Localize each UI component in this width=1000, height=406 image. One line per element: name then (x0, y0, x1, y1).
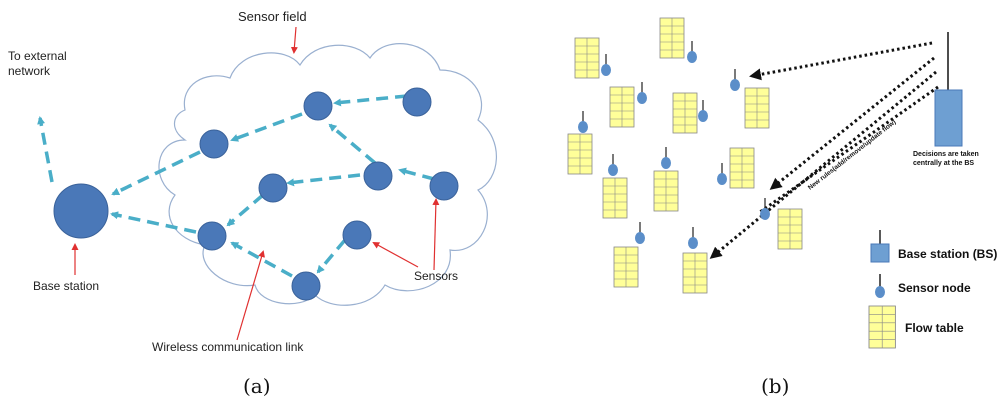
legend-sensor-node-icon (875, 286, 885, 298)
external-network-label-line2: network (8, 64, 51, 78)
flow-table (567, 133, 593, 175)
flow-table (777, 208, 803, 250)
flow-table (574, 37, 600, 79)
flow-table (672, 92, 698, 134)
flow-table (653, 170, 679, 212)
sensors-label: Sensors (414, 269, 458, 283)
base-station-box (934, 89, 963, 147)
base-station-node (53, 183, 109, 239)
flow-table (613, 246, 639, 288)
sensor-node (258, 173, 288, 203)
flow-tables (567, 17, 803, 294)
sensor-node (342, 220, 372, 250)
legend-sensor-node-label: Sensor node (898, 281, 971, 295)
flow-table (744, 87, 770, 129)
panel-a: Sensor field To external network Base st… (8, 9, 497, 398)
sensor-node (291, 271, 321, 301)
sensor-node (607, 153, 619, 177)
sensor-node (686, 40, 698, 64)
legend-flow-table-label: Flow table (905, 321, 964, 335)
sensor-node (687, 226, 699, 250)
sensor-node (660, 146, 672, 170)
decisions-label-line1: Decisions are taken (913, 151, 979, 158)
sensor-node (363, 161, 393, 191)
flow-table (602, 177, 628, 219)
sensor-node (197, 221, 227, 251)
sensor-node (636, 81, 648, 105)
sensor-node (697, 99, 709, 123)
sensor-node (577, 110, 589, 134)
caption-b: (b) (761, 374, 789, 398)
sensor-node (729, 68, 741, 92)
sensor-node (402, 87, 432, 117)
sensor-node (429, 171, 459, 201)
rules-label: New rules(add/remove/update flow) (807, 119, 898, 192)
legend-base-station-icon (870, 243, 890, 263)
sensor-field-label: Sensor field (238, 9, 307, 24)
panel-b: Decisions are taken centrally at the BS … (567, 17, 997, 398)
flow-table (682, 252, 708, 294)
legend: Base station (BS) Sensor node Flow table (868, 230, 997, 349)
wireless-links (37, 94, 435, 278)
sensor-node (199, 129, 229, 159)
external-network-label-line1: To external (8, 49, 67, 63)
sensor-node (303, 91, 333, 121)
rule-arrows (709, 41, 939, 259)
flow-table (729, 147, 755, 189)
sensor-nodes (197, 87, 459, 301)
flow-table (609, 86, 635, 128)
legend-flow-table-icon (868, 305, 896, 349)
caption-a: (a) (243, 374, 271, 398)
base-station-label: Base station (33, 279, 99, 293)
sensor-node (716, 162, 728, 186)
decisions-label-line2: centrally at the BS (913, 160, 974, 167)
legend-base-station-label: Base station (BS) (898, 247, 997, 261)
pointer-arrows (71, 26, 440, 341)
sensor-node (600, 53, 612, 77)
flow-table (659, 17, 685, 59)
sensor-node (634, 221, 646, 245)
link-label: Wireless communication link (152, 340, 304, 354)
